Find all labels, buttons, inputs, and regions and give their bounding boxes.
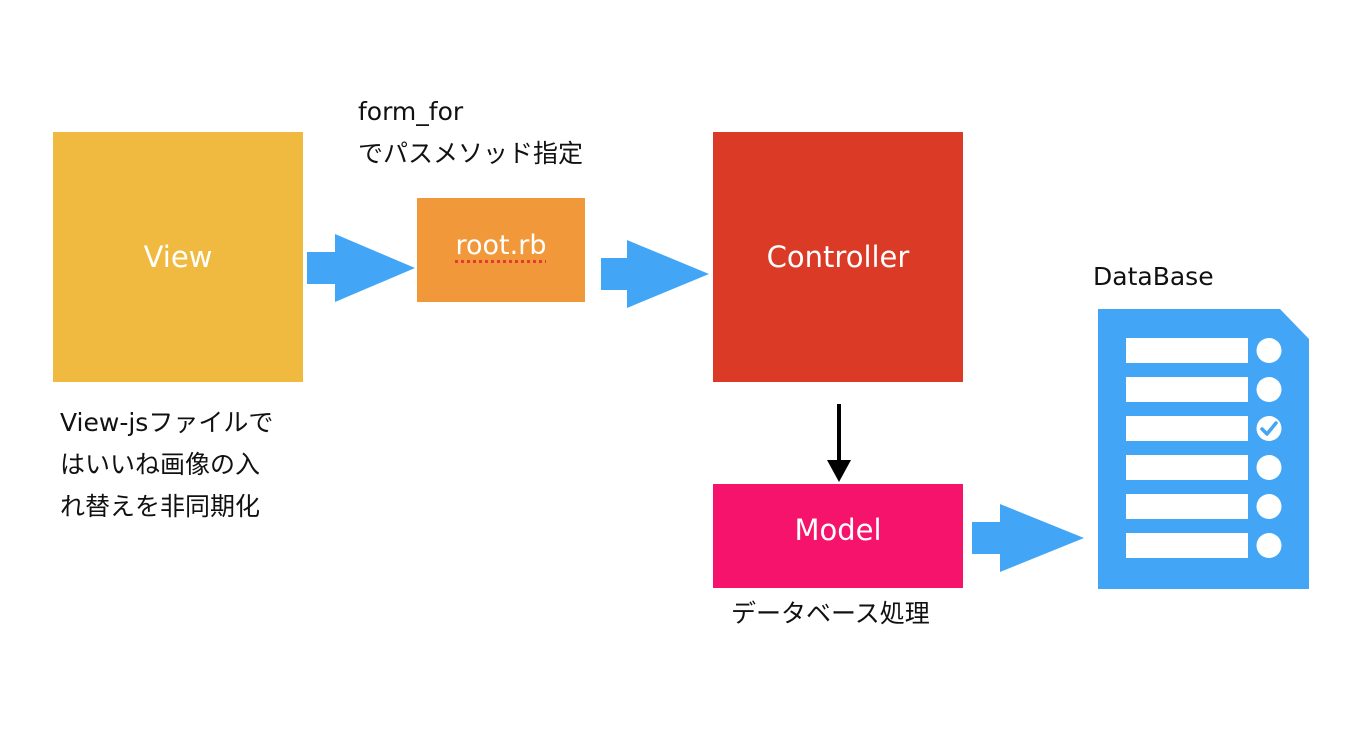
controller-title: Controller — [766, 240, 910, 274]
controller-box: Controller — [713, 132, 963, 382]
arrow-controller-to-model — [827, 404, 851, 482]
view-caption-line-3: れ替えを非同期化 — [60, 492, 261, 521]
view-caption-line-1: View-jsファイルで — [60, 408, 274, 437]
database-title: DataBase — [1093, 262, 1214, 291]
model-caption: データベース処理 — [731, 599, 930, 628]
view-caption: View-jsファイルで はいいね画像の入 れ替えを非同期化 — [60, 402, 273, 528]
route-caption-line-2: でパスメソッド指定 — [358, 139, 584, 168]
view-caption-line-2: はいいね画像の入 — [60, 450, 261, 479]
arrow-view-to-route — [307, 234, 415, 302]
check-mark-icon — [1260, 421, 1278, 436]
model-box: Model — [713, 484, 963, 588]
view-box: View — [53, 132, 303, 382]
route-box: root.rb — [417, 198, 585, 302]
route-title: root.rb — [455, 229, 547, 261]
view-title: View — [143, 240, 213, 274]
route-caption: form_for でパスメソッド指定 — [358, 91, 583, 175]
arrow-route-to-controller — [601, 240, 709, 308]
model-title: Model — [794, 513, 882, 547]
route-caption-line-1: form_for — [358, 97, 464, 126]
database-list-icon — [1098, 309, 1309, 589]
arrow-model-to-database — [972, 504, 1084, 572]
